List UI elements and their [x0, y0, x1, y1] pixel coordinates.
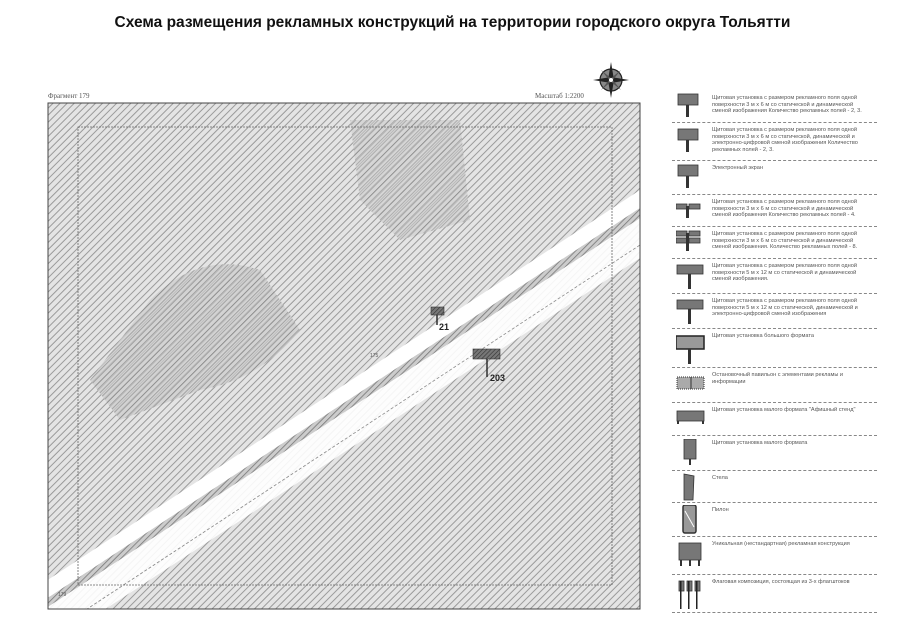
map-label: 179 [58, 592, 67, 598]
legend-text: Щитовая установка с размером рекламного … [712, 263, 857, 283]
legend-item: Флаговая композиция, состоящая из 3-х фл… [672, 576, 877, 613]
legend-item: Щитовая установка с размером рекламного … [672, 260, 877, 294]
large-format-billboard-icon [676, 334, 705, 364]
legend-item: Щитовая установка с размером рекламного … [672, 228, 877, 259]
legend-text: Щитовая установка с размером рекламного … [712, 95, 862, 115]
unique-construction-icon [678, 542, 702, 566]
legend-text: Электронный экран [712, 165, 763, 171]
small-format-billboard-icon [683, 438, 697, 465]
electronic-screen-icon [677, 164, 699, 188]
legend-item: Уникальная (нестандартная) рекламная кон… [672, 538, 877, 575]
built-area [350, 120, 470, 240]
legend-item: Щитовая установка малого формата [672, 437, 877, 471]
legend-item: Пилон [672, 504, 877, 537]
legend-text: Щитовая установка малого формата [712, 440, 808, 446]
marker-label-203: 203 [490, 373, 506, 383]
road-band [48, 190, 640, 598]
map-frame [47, 102, 641, 610]
page-title: Схема размещения рекламных конструкций н… [114, 14, 791, 31]
legend-item: Щитовая установка с размером рекламного … [672, 196, 877, 227]
pylon-icon [682, 505, 697, 534]
legend-text: Щитовая установка с размером рекламного … [712, 298, 858, 318]
legend-text: Щитовая установка с размером рекламного … [712, 127, 858, 153]
legend-item: Щитовая установка большого формата [672, 330, 877, 368]
billboard-5x12-icon [676, 264, 704, 289]
billboard-3x6-4-fields-icon [676, 203, 701, 218]
road-band [48, 218, 640, 609]
legend-text: Щитовая установка малого формата "Афишны… [712, 407, 856, 413]
legend-text: Щитовая установка с размером рекламного … [712, 231, 858, 251]
fragment-label: Фрагмент 179 [48, 92, 90, 100]
legend-text: Пилон [712, 507, 729, 513]
legend-item: Щитовая установка малого формата "Афишны… [672, 404, 877, 436]
legend-item: Щитовая установка с размером рекламного … [672, 124, 877, 161]
billboard-3x6-8-fields-icon [676, 230, 701, 251]
legend-text: Остановочный павильон с элементами рекла… [712, 372, 844, 385]
legend-text: Щитовая установка большого формата [712, 333, 814, 339]
legend-text: Флаговая композиция, состоящая из 3-х фл… [712, 579, 850, 585]
billboard-5x12-digital-icon [676, 299, 704, 324]
legend-text: Щитовая установка с размером рекламного … [712, 199, 857, 219]
fragment-boundary [77, 126, 613, 586]
bus-stop-pavilion-icon [676, 376, 705, 389]
legend-item: Стела [672, 472, 877, 503]
legend-text: Уникальная (нестандартная) рекламная кон… [712, 541, 850, 547]
flag-composition-icon [678, 580, 701, 609]
road-median [48, 208, 640, 607]
ad-marker-203[interactable] [472, 348, 501, 377]
billboard-3x6-icon [677, 93, 699, 117]
marker-label-21: 21 [439, 322, 450, 332]
legend-item: Остановочный павильон с элементами рекла… [672, 369, 877, 403]
legend-text: Стела [712, 475, 728, 481]
legend-item: Щитовая установка с размером рекламного … [672, 295, 877, 329]
stele-icon [683, 473, 695, 501]
compass-rose-icon [593, 62, 629, 98]
scale-label: Масштаб 1:2200 [535, 92, 584, 100]
legend-item: Электронный экран [672, 162, 877, 195]
ad-marker-21[interactable] [430, 306, 445, 325]
poster-stand-icon [676, 410, 705, 424]
built-area [90, 264, 300, 420]
map-label: 175 [370, 353, 379, 359]
billboard-3x6-digital-icon [677, 128, 699, 152]
map-fragment[interactable] [0, 0, 660, 620]
legend-item: Щитовая установка с размером рекламного … [672, 92, 877, 123]
